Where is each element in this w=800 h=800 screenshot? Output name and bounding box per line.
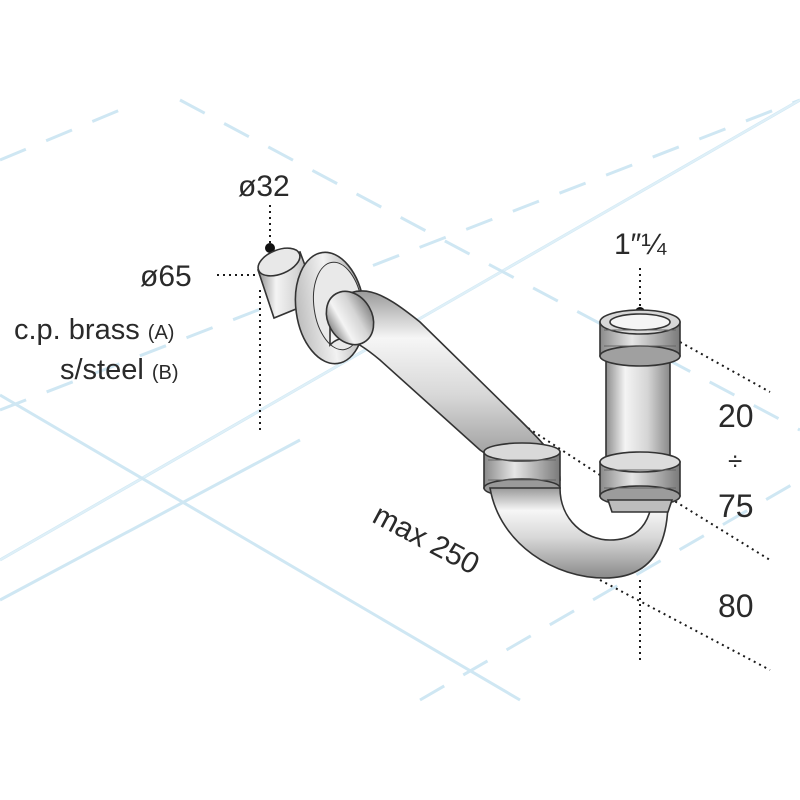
drop-label: 80 [718,588,754,624]
material-b-label: s/steel (B) [60,356,179,385]
height-max-label: 75 [718,488,754,524]
p-trap-icon [257,247,681,579]
flange-diameter-label: ø65 [140,260,192,293]
material-a-label: c.p. brass (A) [14,316,174,345]
height-separator: ÷ [728,446,743,476]
material-b-name: s/steel [60,354,144,386]
material-a-name: c.p. brass [14,314,140,346]
material-b-code: (B) [151,362,179,384]
material-a-code: (A) [147,322,175,344]
height-min-label: 20 [718,398,754,434]
outlet-diameter-label: ø32 [238,170,290,203]
background-grid [0,98,800,702]
inlet-thread-label: 1″¼ [614,228,667,261]
